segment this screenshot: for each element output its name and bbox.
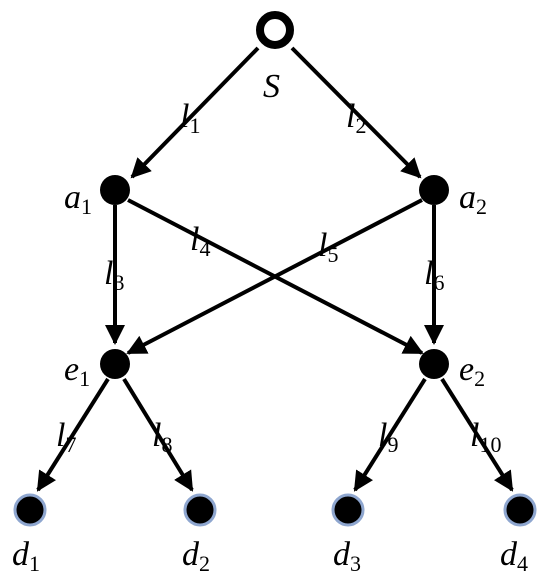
edge-label-l6: l6 <box>424 255 444 295</box>
node-d1 <box>13 493 47 527</box>
edge-label-l2: l2 <box>346 98 366 138</box>
source-node <box>256 11 294 49</box>
node-d4 <box>503 493 537 527</box>
edge-l8 <box>122 377 194 492</box>
edge-l2 <box>290 46 422 179</box>
node-d3 <box>331 493 365 527</box>
node-e1 <box>100 349 130 379</box>
edge-l1 <box>130 46 260 179</box>
node-d2 <box>183 493 217 527</box>
label-a1: a1 <box>64 179 92 219</box>
label-d3: d3 <box>333 536 361 576</box>
label-d1: d1 <box>12 536 40 576</box>
label-a2: a2 <box>459 179 487 219</box>
edge-label-l1: l1 <box>180 98 200 138</box>
label-s: S <box>263 68 280 105</box>
edge-label-l5: l5 <box>318 227 338 267</box>
edge-l5 <box>126 198 423 355</box>
node-a1 <box>100 175 130 205</box>
edge-label-l10: l10 <box>470 417 501 457</box>
label-e2: e2 <box>459 351 485 391</box>
edge-l7 <box>36 377 110 492</box>
edge-l10 <box>440 377 514 492</box>
node-a2 <box>419 175 449 205</box>
edge-label-l8: l8 <box>152 417 172 457</box>
label-e1: e1 <box>64 351 90 391</box>
edge-label-l4: l4 <box>190 221 210 261</box>
edge-label-l3: l3 <box>104 255 124 295</box>
edge-label-l9: l9 <box>378 417 398 457</box>
node-e2 <box>419 349 449 379</box>
label-d4: d4 <box>500 536 528 576</box>
label-d2: d2 <box>182 536 210 576</box>
edge-label-l7: l7 <box>56 417 76 457</box>
edge-l9 <box>353 377 427 492</box>
